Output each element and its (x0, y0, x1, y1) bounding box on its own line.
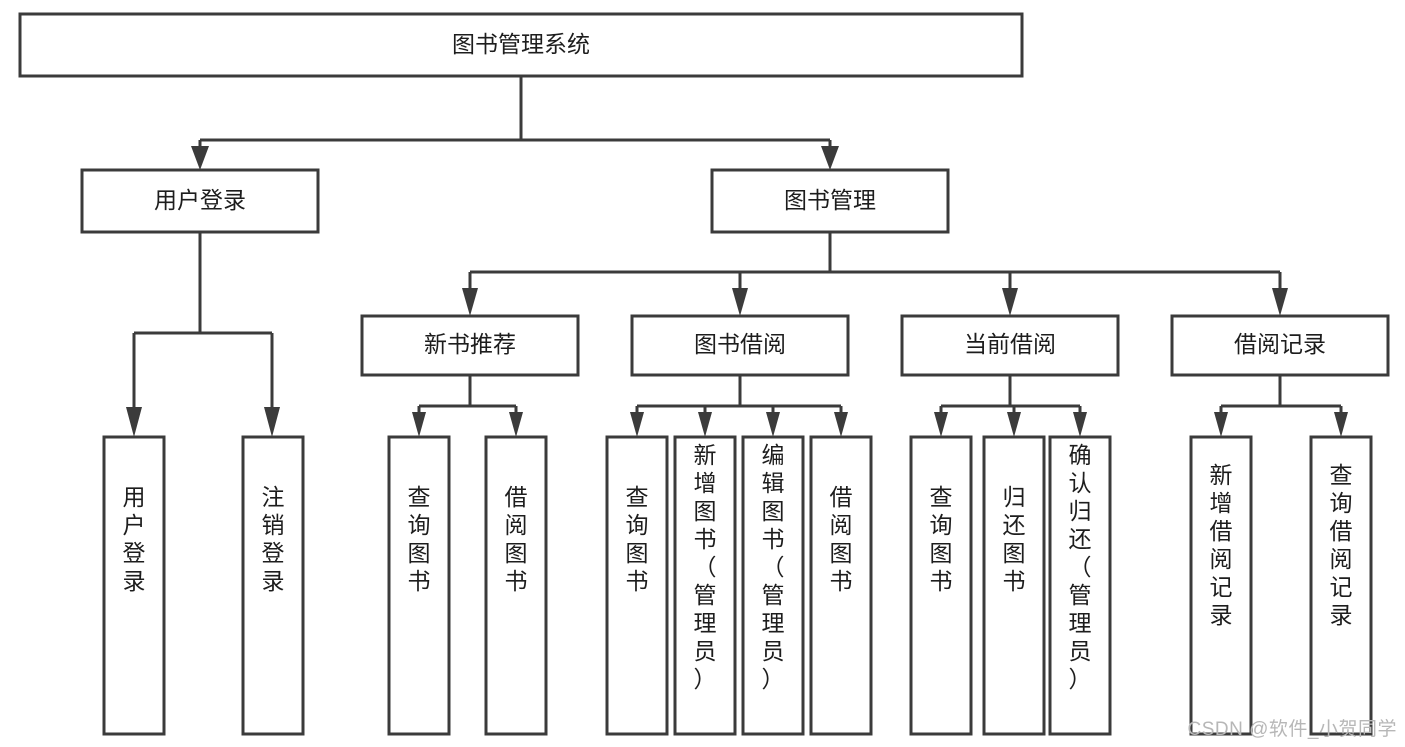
leaf-query-book-recommend[interactable]: 查询图书 (387, 435, 451, 736)
leaf-query-borrow-record[interactable]: 查询借阅记录 (1309, 435, 1373, 736)
connector-layer (126, 76, 1348, 437)
node-book-borrow-box[interactable] (630, 314, 850, 377)
leaf-query-book-current[interactable]: 查询图书 (909, 435, 973, 736)
leaf-query-borrow-record-label: 查询借阅记录 (1330, 462, 1353, 628)
leaf-query-book-recommend-box[interactable] (387, 435, 451, 736)
leaf-query-book-current-label: 查询图书 (930, 484, 953, 594)
arrow-to-leaf-query-book-b (630, 412, 644, 437)
node-book-management-label: 图书管理 (784, 187, 876, 213)
leaf-confirm-return-admin[interactable]: 确认归还（管理员） (1048, 435, 1112, 736)
node-root-label: 图书管理系统 (452, 31, 590, 57)
leaf-query-book-current-box[interactable] (909, 435, 973, 736)
leaf-add-borrow-record-box[interactable] (1189, 435, 1253, 736)
leaf-borrow-book-recommend-box[interactable] (484, 435, 548, 736)
leaf-logout-box[interactable] (241, 435, 305, 736)
node-current-borrow-box[interactable] (900, 314, 1120, 377)
arrow-to-leaf-borrow-book-a (509, 412, 523, 437)
node-user-login[interactable]: 用户登录 (80, 168, 320, 234)
leaf-confirm-return-admin-label: 确认归还（管理员） (1069, 442, 1092, 692)
arrow-to-leaf-add-record (1214, 412, 1228, 437)
leaf-add-book-admin-label: 新增图书（管理员） (694, 442, 717, 692)
arrow-root-to-user-login (191, 146, 209, 170)
node-new-book-recommend-label: 新书推荐 (424, 331, 516, 357)
leaf-query-book-recommend-label: 查询图书 (408, 484, 431, 594)
node-current-borrow[interactable]: 当前借阅 (900, 314, 1120, 377)
leaf-query-book-borrow-label: 查询图书 (626, 484, 649, 594)
arrow-to-leaf-logout (264, 407, 280, 437)
leaf-user-login[interactable]: 用户登录 (102, 435, 166, 736)
node-borrow-record-box[interactable] (1170, 314, 1390, 377)
node-book-management-box[interactable] (710, 168, 950, 234)
leaf-edit-book-admin-label: 编辑图书（管理员） (762, 442, 785, 692)
arrow-to-leaf-add-book (698, 412, 712, 437)
leaf-edit-book-admin[interactable]: 编辑图书（管理员） (741, 435, 805, 736)
leaf-borrow-book-borrow-label: 借阅图书 (830, 484, 853, 594)
arrow-to-current-borrow (1002, 288, 1018, 316)
node-book-borrow-label: 图书借阅 (694, 331, 786, 357)
node-borrow-record-label: 借阅记录 (1234, 331, 1326, 357)
arrow-to-leaf-query-book-a (412, 412, 426, 437)
node-new-book-recommend-box[interactable] (360, 314, 580, 377)
leaf-query-book-borrow[interactable]: 查询图书 (605, 435, 669, 736)
arrow-to-leaf-query-record (1334, 412, 1348, 437)
arrow-root-to-book-mgmt (821, 146, 839, 170)
leaf-return-book-box[interactable] (982, 435, 1046, 736)
arrow-to-leaf-user-login (126, 407, 142, 437)
leaf-return-book-label: 归还图书 (1003, 484, 1026, 594)
leaf-user-login-label: 用户登录 (123, 484, 146, 594)
arrow-to-leaf-query-book-c (934, 412, 948, 437)
node-root-box[interactable] (18, 12, 1024, 78)
leaf-user-login-box[interactable] (102, 435, 166, 736)
node-root[interactable]: 图书管理系统 (18, 12, 1024, 78)
leaf-edit-book-admin-box[interactable] (741, 435, 805, 736)
arrow-to-new-book-recommend (462, 288, 478, 316)
node-new-book-recommend[interactable]: 新书推荐 (360, 314, 580, 377)
leaf-query-book-borrow-box[interactable] (605, 435, 669, 736)
leaf-borrow-book-recommend[interactable]: 借阅图书 (484, 435, 548, 736)
leaf-add-borrow-record-label: 新增借阅记录 (1210, 462, 1233, 628)
node-user-login-label: 用户登录 (154, 187, 246, 213)
leaf-logout[interactable]: 注销登录 (241, 435, 305, 736)
leaf-add-book-admin[interactable]: 新增图书（管理员） (673, 435, 737, 736)
arrow-to-leaf-borrow-book-b (834, 412, 848, 437)
leaf-borrow-book-borrow[interactable]: 借阅图书 (809, 435, 873, 736)
leaf-query-borrow-record-box[interactable] (1309, 435, 1373, 736)
arrow-to-book-borrow (732, 288, 748, 316)
arrow-to-leaf-return-book (1007, 412, 1021, 437)
leaf-add-borrow-record[interactable]: 新增借阅记录 (1189, 435, 1253, 736)
node-book-borrow[interactable]: 图书借阅 (630, 314, 850, 377)
leaf-return-book[interactable]: 归还图书 (982, 435, 1046, 736)
arrow-to-leaf-confirm-return (1073, 412, 1087, 437)
leaf-borrow-book-borrow-box[interactable] (809, 435, 873, 736)
leaf-confirm-return-admin-box[interactable] (1048, 435, 1112, 736)
node-user-login-box[interactable] (80, 168, 320, 234)
arrow-to-borrow-record (1272, 288, 1288, 316)
node-book-management[interactable]: 图书管理 (710, 168, 950, 234)
node-current-borrow-label: 当前借阅 (964, 331, 1056, 357)
leaf-logout-label: 注销登录 (262, 484, 285, 594)
arrow-to-leaf-edit-book (766, 412, 780, 437)
leaf-add-book-admin-box[interactable] (673, 435, 737, 736)
leaf-borrow-book-recommend-label: 借阅图书 (505, 484, 528, 594)
node-borrow-record[interactable]: 借阅记录 (1170, 314, 1390, 377)
